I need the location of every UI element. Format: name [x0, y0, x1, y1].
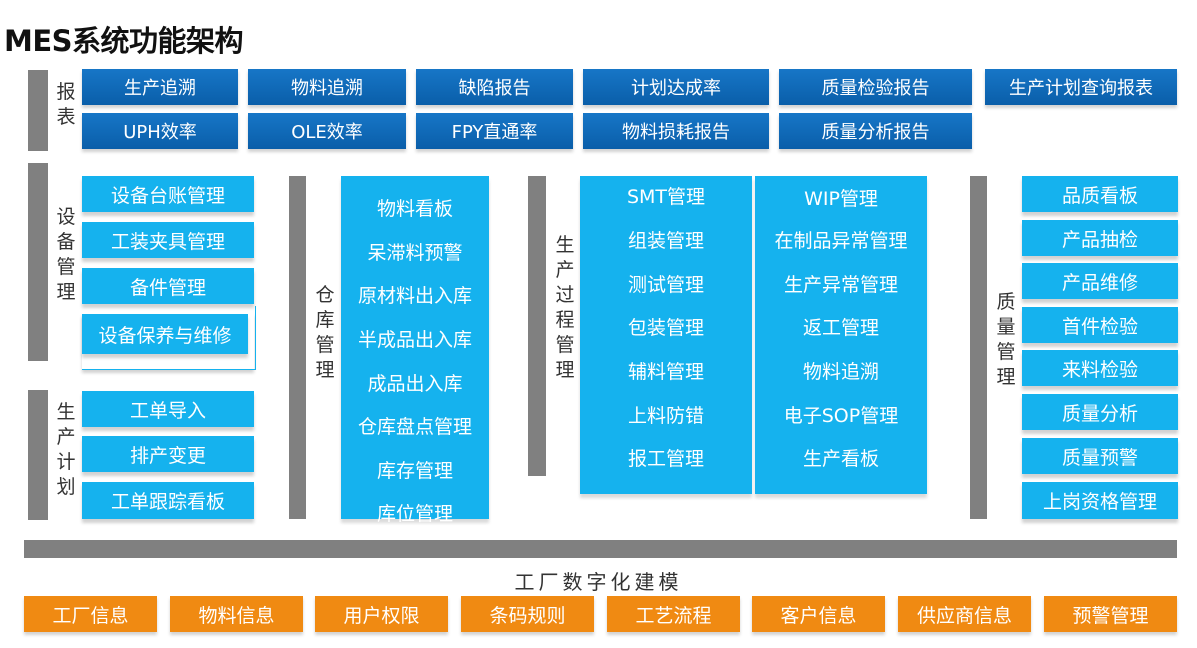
quality-label: 质量管理 [996, 291, 1016, 388]
process-work-report: 报工管理 [627, 448, 704, 470]
report-quality-inspection: 质量检验报告 [779, 69, 972, 105]
factory-bar [24, 540, 1177, 558]
plan-side-bar [28, 390, 48, 520]
process-production-exception: 生产异常管理 [783, 274, 898, 296]
barcode-rules: 条码规则 [461, 596, 594, 632]
report-quality-analysis: 质量分析报告 [779, 113, 972, 149]
report-fpy: FPY直通率 [416, 113, 573, 149]
quality-qualification: 上岗资格管理 [1022, 482, 1178, 519]
process-loading-errorproof: 上料防错 [627, 405, 704, 427]
report-production-trace: 生产追溯 [82, 69, 238, 105]
equipment-maintenance-box: 设备保养与维修 [82, 314, 248, 354]
process-production-board: 生产看板 [802, 448, 879, 470]
factory-info: 工厂信息 [24, 596, 157, 632]
quality-side-bar [970, 176, 987, 519]
page-title: MES系统功能架构 [4, 24, 244, 58]
quality-board: 品质看板 [1022, 176, 1178, 212]
customer-info: 客户信息 [752, 596, 885, 632]
plan-tracking-board: 工单跟踪看板 [82, 482, 254, 519]
quality-sampling: 产品抽检 [1022, 220, 1178, 256]
process-assembly: 组装管理 [627, 230, 704, 252]
quality-repair: 产品维修 [1022, 263, 1178, 299]
process-flow: 工艺流程 [607, 596, 740, 632]
warehouse-slow-stock-alert: 呆滞料预警 [367, 242, 463, 264]
reports-side-bar [28, 70, 48, 151]
report-material-trace: 物料追溯 [248, 69, 406, 105]
warehouse-column: 物料看板 呆滞料预警 原材料出入库 半成品出入库 成品出入库 仓库盘点管理 库存… [341, 176, 489, 525]
process-wip: WIP管理 [804, 188, 878, 210]
equipment-label: 设备管理 [56, 206, 76, 303]
process-auxiliary: 辅料管理 [627, 361, 704, 383]
process-packaging: 包装管理 [627, 317, 704, 339]
warehouse-label: 仓库管理 [315, 284, 335, 381]
process-wip-exception: 在制品异常管理 [774, 230, 908, 252]
quality-first-article: 首件检验 [1022, 307, 1178, 343]
user-permissions: 用户权限 [315, 596, 448, 632]
alert-management: 预警管理 [1044, 596, 1177, 632]
warehouse-location: 库位管理 [376, 503, 453, 525]
warehouse-side-bar [289, 176, 306, 519]
equipment-maintenance-outline [82, 306, 256, 370]
process-material-trace: 物料追溯 [802, 361, 879, 383]
process-testing: 测试管理 [627, 274, 704, 296]
equipment-ledger: 设备台账管理 [82, 176, 254, 212]
reports-label: 报表 [56, 81, 76, 128]
warehouse-finished-io: 成品出入库 [367, 373, 463, 395]
report-plan-achievement: 计划达成率 [583, 69, 769, 105]
report-defect: 缺陷报告 [416, 69, 573, 105]
process-electronic-sop: 电子SOP管理 [783, 405, 899, 427]
quality-analysis: 质量分析 [1022, 394, 1178, 430]
plan-schedule-change: 排产变更 [82, 436, 254, 472]
report-uph: UPH效率 [82, 113, 238, 149]
process-column-2: WIP管理 在制品异常管理 生产异常管理 返工管理 物料追溯 电子SOP管理 生… [755, 176, 927, 494]
warehouse-raw-material-io: 原材料出入库 [357, 285, 472, 307]
process-side-bar [528, 176, 546, 476]
warehouse-material-board: 物料看板 [376, 198, 453, 220]
process-column-1: SMT管理 组装管理 测试管理 包装管理 辅料管理 上料防错 报工管理 [580, 176, 752, 494]
quality-incoming: 来料检验 [1022, 350, 1178, 386]
plan-label: 生产计划 [56, 401, 76, 498]
equipment-spare-parts: 备件管理 [82, 268, 254, 304]
plan-work-order-import: 工单导入 [82, 391, 254, 427]
report-plan-query: 生产计划查询报表 [985, 69, 1177, 105]
warehouse-stocktake: 仓库盘点管理 [357, 416, 472, 438]
quality-alert: 质量预警 [1022, 438, 1178, 474]
warehouse-semi-finished-io: 半成品出入库 [357, 329, 472, 351]
factory-label: 工厂数字化建模 [514, 570, 683, 594]
material-info: 物料信息 [170, 596, 303, 632]
equipment-fixtures: 工装夹具管理 [82, 222, 254, 258]
process-rework: 返工管理 [802, 317, 879, 339]
process-smt: SMT管理 [626, 186, 706, 208]
supplier-info: 供应商信息 [898, 596, 1031, 632]
equipment-side-bar [28, 163, 48, 361]
report-material-loss: 物料损耗报告 [583, 113, 769, 149]
warehouse-inventory: 库存管理 [376, 460, 453, 482]
process-label: 生产过程管理 [555, 234, 575, 381]
report-ole: OLE效率 [248, 113, 406, 149]
